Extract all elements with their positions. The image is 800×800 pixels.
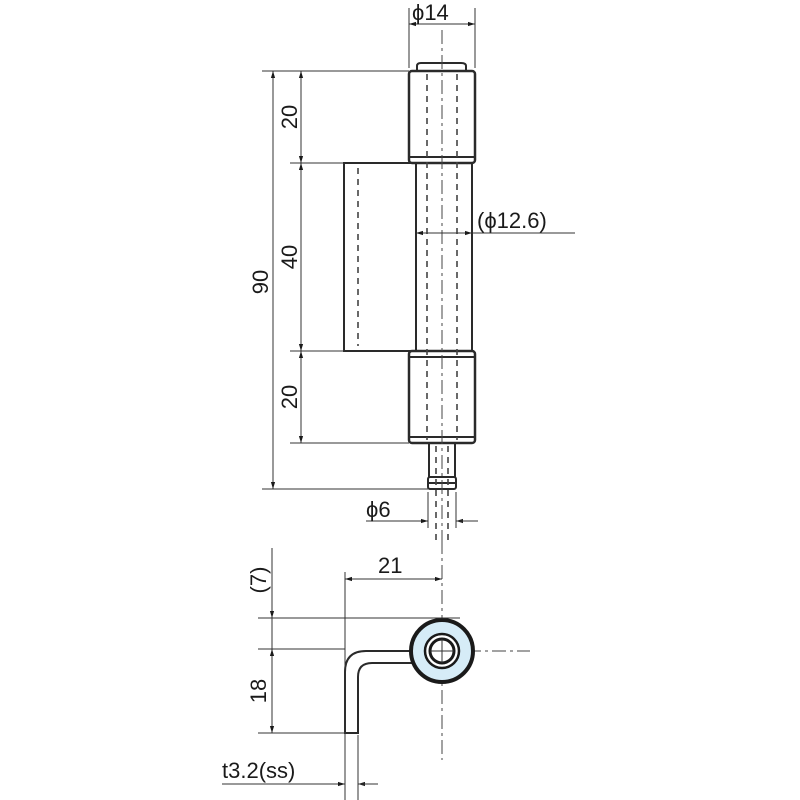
- top-view: [344, 540, 530, 760]
- dim-knuckle-radius-offset: (7): [246, 567, 271, 594]
- dim-middle-leaf: 40: [277, 245, 302, 269]
- dim-thickness: t3.2(ss): [222, 758, 295, 783]
- dim-total-length: 90: [248, 270, 273, 294]
- dim-knuckle-inner-diameter: (ϕ12.6): [477, 208, 547, 233]
- front-view-dimensions: ϕ14 90 20 40 20 (ϕ12.6) ϕ6: [248, 0, 575, 528]
- leaf-plate: [343, 162, 417, 352]
- top-view-dimensions: 21 (7) 18 t3.2(ss): [222, 548, 460, 800]
- dim-top-knuckle: 20: [277, 105, 302, 129]
- front-view: [343, 30, 477, 540]
- dim-pin-diameter: ϕ14: [412, 0, 449, 25]
- middle-knuckle: [415, 162, 473, 352]
- dim-bottom-knuckle: 20: [277, 385, 302, 409]
- pin-head: [416, 62, 467, 71]
- dim-leaf-offset: 21: [378, 553, 402, 578]
- leaf-profile: [344, 650, 413, 734]
- dim-pin-end-diameter: ϕ6: [366, 497, 391, 522]
- dim-leaf-height: 18: [246, 679, 271, 703]
